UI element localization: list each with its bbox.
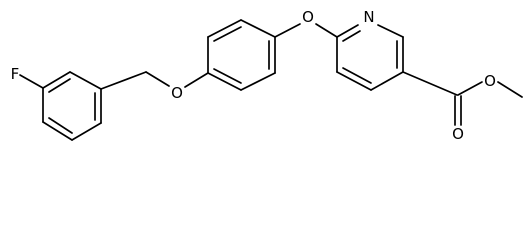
aryl-ether-oxygen-label: O bbox=[302, 8, 314, 26]
fluorophenyl-ring bbox=[42, 71, 102, 141]
ester-oxygen-label: O bbox=[484, 72, 496, 90]
chemical-structure-diagram: F O O N O O bbox=[11, 8, 523, 143]
central-phenylene-ring bbox=[207, 19, 276, 91]
aryl-ether-bonds bbox=[274, 23, 338, 38]
carbonyl-oxygen-label: O bbox=[452, 125, 464, 143]
fluorine-atom-label: F bbox=[11, 65, 20, 83]
ester-group bbox=[402, 71, 523, 126]
ether-o-to-ring-bond bbox=[184, 72, 209, 88]
benzyl-ether-oxygen-label: O bbox=[171, 84, 183, 102]
c-f-bond bbox=[19, 74, 44, 89]
benzyl-linker bbox=[100, 71, 170, 90]
pyridine-ring bbox=[336, 24, 404, 91]
pyridine-nitrogen-label: N bbox=[363, 8, 374, 26]
